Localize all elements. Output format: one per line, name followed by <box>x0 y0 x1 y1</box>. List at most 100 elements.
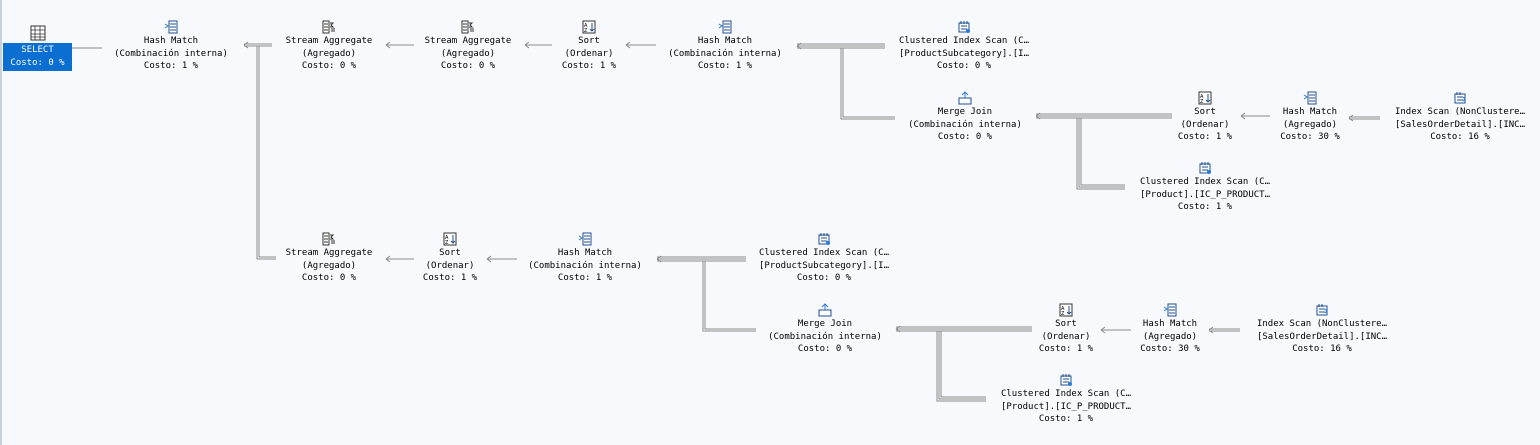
svg-text:Z: Z <box>1200 99 1204 105</box>
index-scan-node[interactable]: Index Scan (NonClustere… [SalesOrderDeta… <box>1382 91 1538 144</box>
node-title: Hash Match <box>557 248 613 258</box>
edge-l-mj-cisp <box>936 331 986 402</box>
node-title: Stream Aggregate <box>285 36 373 46</box>
node-cost: Costo: 0 % <box>301 61 357 72</box>
node-subtitle: [Product].[IC_P_PRODUCT… <box>1139 189 1271 200</box>
node-cost: Costo: 1 % <box>1177 132 1233 143</box>
node-cost: Costo: 1 % <box>143 61 199 72</box>
node-subtitle: (Combinación interna) <box>114 48 228 59</box>
node-title: Sort <box>439 248 461 258</box>
node-title: Hash Match <box>697 36 753 46</box>
node-title: Hash Match <box>1142 319 1198 329</box>
node-subtitle: (Agregado) <box>1142 331 1198 342</box>
clustered-index-scan-node[interactable]: Clustered Index Scan (C… [Product].[IC_P… <box>986 373 1146 426</box>
node-title: Sort <box>1055 319 1077 329</box>
hash-match-icon <box>1303 91 1317 105</box>
node-title: Stream Aggregate <box>285 248 373 258</box>
node-title: Clustered Index Scan (C… <box>1139 177 1271 187</box>
node-cost: Costo: 30 % <box>1280 132 1340 143</box>
node-cost: Costo: 1 % <box>561 61 617 72</box>
stream-aggregate-icon <box>322 20 336 34</box>
node-subtitle: (Agregado) <box>301 260 357 271</box>
node-cost: Costo: 1 % <box>422 273 478 284</box>
edge-hashmatch-streamagg-bottom <box>256 46 276 260</box>
node-cost: Costo: 0 % <box>10 57 65 68</box>
edge-mj-cisp <box>1076 118 1125 190</box>
stream-aggregate-node[interactable]: Stream Aggregate (Agregado) Costo: 0 % <box>274 20 384 73</box>
node-title: Sort <box>578 36 600 46</box>
stream-aggregate-node[interactable]: Stream Aggregate (Agregado) Costo: 0 % <box>413 20 523 73</box>
node-cost: Costo: 1 % <box>1038 344 1094 355</box>
node-title: Sort <box>1194 107 1216 117</box>
node-subtitle: [SalesOrderDetail].[INC… <box>1256 331 1388 342</box>
node-subtitle: (Agregado) <box>440 48 496 59</box>
hash-match-icon <box>164 20 178 34</box>
node-subtitle: (Combinación interna) <box>768 331 882 342</box>
clustered-index-scan-icon <box>957 20 971 34</box>
clustered-index-scan-icon <box>1059 373 1073 387</box>
node-subtitle: (Combinación interna) <box>668 48 782 59</box>
node-cost: Costo: 1 % <box>697 61 753 72</box>
clustered-index-scan-node[interactable]: Clustered Index Scan (C… [ProductSubcate… <box>746 232 902 285</box>
node-subtitle: [ProductSubcategory].[I… <box>898 48 1030 59</box>
clustered-index-scan-icon <box>1198 161 1212 175</box>
node-subtitle: (Agregado) <box>301 48 357 59</box>
node-cost: Costo: 1 % <box>1038 414 1094 425</box>
clustered-index-scan-node[interactable]: Clustered Index Scan (C… [ProductSubcate… <box>886 20 1042 73</box>
node-title: SELECT <box>21 45 54 55</box>
node-cost: Costo: 0 % <box>440 61 496 72</box>
merge-join-icon <box>818 303 832 317</box>
hash-match-aggregate-node[interactable]: Hash Match (Agregado) Costo: 30 % <box>1132 303 1208 356</box>
node-subtitle: (Ordenar) <box>1041 331 1091 342</box>
node-subtitle: (Agregado) <box>1282 119 1338 130</box>
index-scan-icon <box>1453 91 1467 105</box>
node-title: Clustered Index Scan (C… <box>898 36 1030 46</box>
edge-arrow-hm1 <box>243 41 249 49</box>
hash-match-node[interactable]: Hash Match (Combinación interna) Costo: … <box>104 20 238 73</box>
svg-text:A: A <box>445 235 449 241</box>
hash-match-icon <box>1163 303 1177 317</box>
svg-text:Z: Z <box>584 28 588 34</box>
node-cost: Costo: 0 % <box>796 273 852 284</box>
node-title: Hash Match <box>1282 107 1338 117</box>
hash-match-aggregate-node[interactable]: Hash Match (Agregado) Costo: 30 % <box>1272 91 1348 144</box>
svg-text:Z: Z <box>1061 311 1065 317</box>
edge-l-hm-mj <box>702 261 756 332</box>
hash-match-icon <box>578 232 592 246</box>
index-scan-icon <box>1315 303 1329 317</box>
node-title: Clustered Index Scan (C… <box>758 248 890 258</box>
hash-match-node[interactable]: Hash Match (Combinación interna) Costo: … <box>518 232 652 285</box>
node-subtitle: (Ordenar) <box>425 260 475 271</box>
node-title: Index Scan (NonClustere… <box>1394 107 1526 117</box>
svg-text:Z: Z <box>445 240 449 246</box>
hash-match-icon <box>718 20 732 34</box>
merge-join-node[interactable]: Merge Join (Combinación interna) Costo: … <box>896 91 1034 144</box>
clustered-index-scan-node[interactable]: Clustered Index Scan (C… [Product].[IC_P… <box>1125 161 1285 214</box>
node-title: Clustered Index Scan (C… <box>1000 389 1132 399</box>
node-subtitle: [SalesOrderDetail].[INC… <box>1394 119 1526 130</box>
edge-l-hma-is <box>1209 328 1240 332</box>
node-cost: Costo: 16 % <box>1292 344 1352 355</box>
svg-text:A: A <box>1061 306 1065 312</box>
index-scan-node[interactable]: Index Scan (NonClustere… [SalesOrderDeta… <box>1242 303 1402 356</box>
hash-match-node[interactable]: Hash Match (Combinación interna) Costo: … <box>658 20 792 73</box>
merge-join-node[interactable]: Merge Join (Combinación interna) Costo: … <box>756 303 894 356</box>
edge-mj-sort2 <box>1036 113 1172 119</box>
node-cost: Costo: 1 % <box>1177 202 1233 213</box>
edge-hma-is <box>1349 116 1380 120</box>
stream-aggregate-node[interactable]: Stream Aggregate (Agregado) Costo: 0 % <box>274 232 384 285</box>
node-cost: Costo: 16 % <box>1430 132 1490 143</box>
select-node[interactable]: SELECT Costo: 0 % <box>3 43 72 71</box>
node-title: Hash Match <box>143 36 199 46</box>
clustered-index-scan-icon <box>817 232 831 246</box>
node-cost: Costo: 1 % <box>557 273 613 284</box>
node-title: Merge Join <box>937 107 993 117</box>
